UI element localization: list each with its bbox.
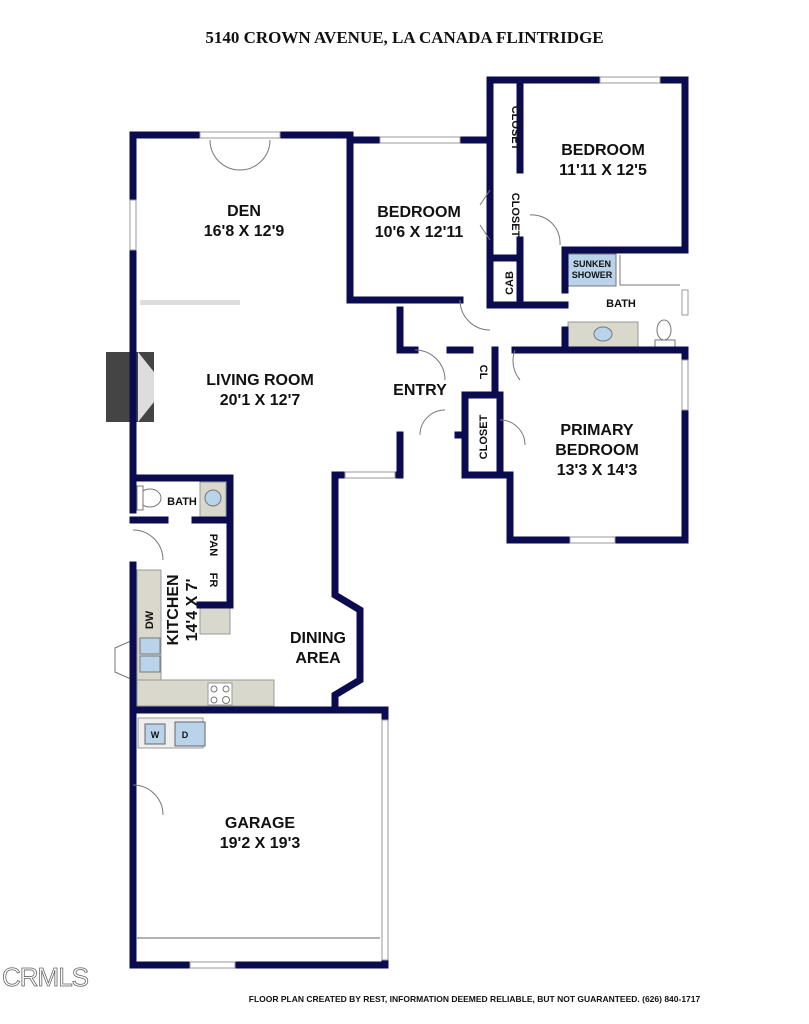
plan-title: 5140 CROWN AVENUE, LA CANADA FLINTRIDGE xyxy=(205,28,604,47)
crmls-watermark: CRMLS xyxy=(2,962,90,993)
living-label: LIVING ROOM xyxy=(206,372,314,389)
garage-size: 19'2 X 19'3 xyxy=(220,835,301,852)
living-size: 20'1 X 12'7 xyxy=(220,392,301,409)
footer-disclaimer: FLOOR PLAN CREATED BY REST, INFORMATION … xyxy=(248,994,701,1004)
den-size: 16'8 X 12'9 xyxy=(204,223,285,240)
pan-label: PAN xyxy=(207,534,219,556)
cab-label: CAB xyxy=(504,271,516,295)
bedroom1-size: 10'6 X 12'11 xyxy=(375,224,464,241)
garage-label: GARAGE xyxy=(225,815,296,832)
kitchen-label: KITCHEN xyxy=(165,574,182,645)
shower-label: SHOWER xyxy=(572,270,613,280)
cl-label: CL xyxy=(477,365,489,380)
primary-size: 13'3 X 14'3 xyxy=(557,462,638,479)
sunken-label: SUNKEN xyxy=(573,259,611,269)
primary-label-1: PRIMARY xyxy=(560,422,634,439)
bedroom1-label: BEDROOM xyxy=(377,204,461,221)
windows xyxy=(129,76,689,969)
fr-label: FR xyxy=(207,573,219,588)
closet-label-2: CLOSET xyxy=(509,193,521,238)
kitchen-counters xyxy=(114,481,275,707)
bedroom2-size: 11'11 X 12'5 xyxy=(559,162,647,179)
closet-label-1: CLOSET xyxy=(509,106,521,151)
primary-label-2: BEDROOM xyxy=(555,442,639,459)
dryer-label: D xyxy=(182,730,189,740)
bath-label-hall: BATH xyxy=(167,496,197,508)
dining-label-1: DINING xyxy=(290,630,346,647)
laundry xyxy=(137,717,206,749)
dw-label: DW xyxy=(144,610,156,629)
closet-label-3: CLOSET xyxy=(478,414,490,459)
walls xyxy=(129,76,689,969)
doors xyxy=(132,139,561,816)
bedroom2-label: BEDROOM xyxy=(561,142,645,159)
dining-label-2: AREA xyxy=(295,650,341,667)
kitchen-size: 14'4 X 7' xyxy=(184,579,201,642)
den-label: DEN xyxy=(227,203,261,220)
washer-label: W xyxy=(151,730,160,740)
entry-label: ENTRY xyxy=(393,382,447,399)
bath-label-primary: BATH xyxy=(606,298,636,310)
